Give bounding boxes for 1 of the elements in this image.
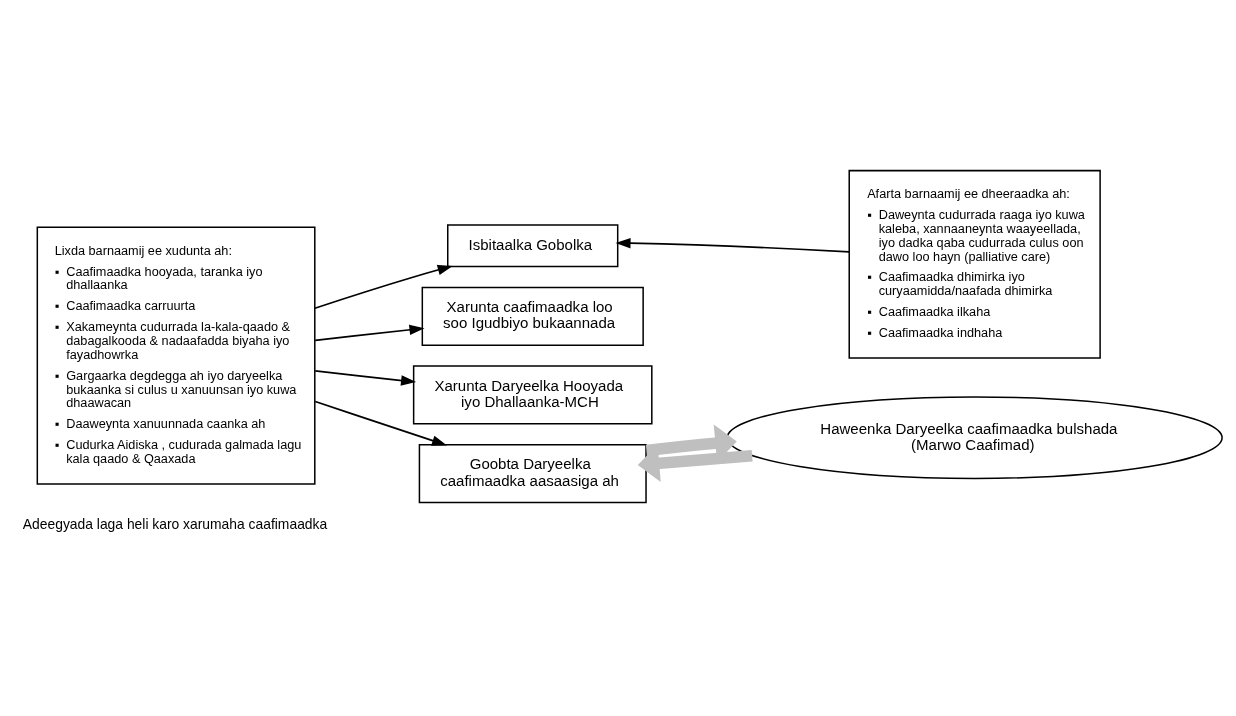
label: Adeegyada laga heli karo xarumaha caafimaadka [22,515,328,532]
